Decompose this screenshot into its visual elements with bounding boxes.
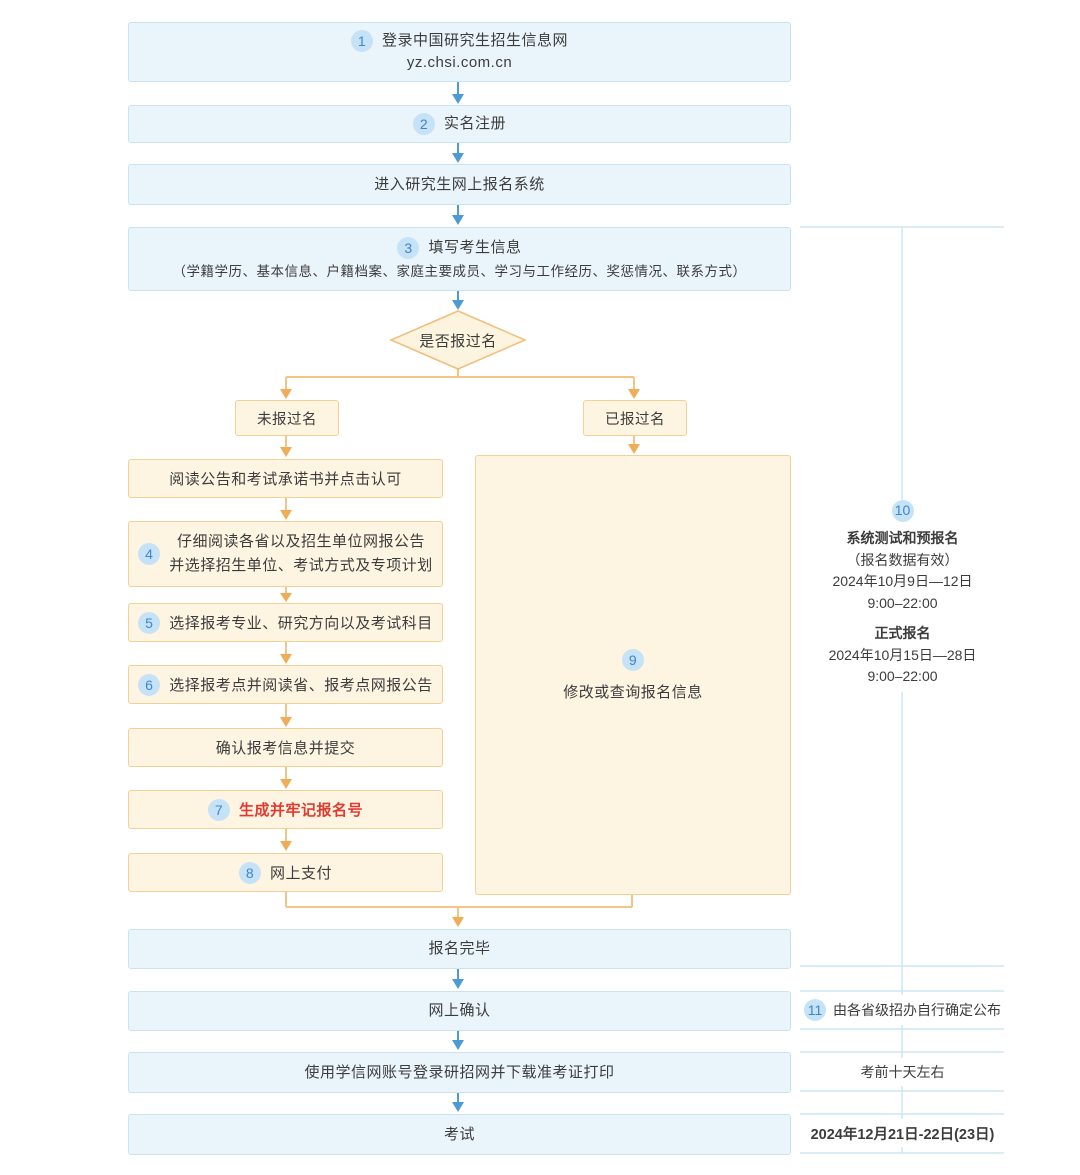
step-confirm-submit-label: 确认报考信息并提交 — [215, 740, 356, 757]
step1-url: yz.chsi.com.cn — [406, 54, 513, 72]
step9-label: 修改或查询报名信息 — [563, 683, 703, 701]
step-confirm-submit-box: 确认报考信息并提交 — [128, 728, 443, 767]
period-note: （报名数据有效） — [846, 551, 959, 568]
branch-not-registered: 未报过名 — [235, 400, 339, 436]
step7-badge: 7 — [207, 798, 230, 821]
step-fill-info-box: 3 填写考生信息 （学籍学历、基本信息、户籍档案、家庭主要成员、学习与工作经历、… — [128, 227, 791, 291]
enter-system-label: 进入研究生网上报名系统 — [374, 175, 545, 193]
branch-registered-label: 已报过名 — [605, 411, 665, 428]
step7-box: 7 生成并牢记报名号 — [128, 790, 443, 829]
confirm-time-label: 由各省级招办自行确定公布 — [833, 1002, 1001, 1018]
period-date-official: 2024年10月15日—28日 — [828, 646, 977, 663]
exam-label: 考试 — [443, 1125, 475, 1143]
step9-badge: 9 — [622, 648, 644, 671]
download-ticket-label: 使用学信网账号登录研招网并下载准考证打印 — [304, 1063, 615, 1081]
step3-badge: 3 — [397, 236, 420, 259]
step4-badge: 4 — [138, 543, 161, 565]
step11-badge: 11 — [804, 999, 826, 1021]
step-read-notice-label: 阅读公告和考试承诺书并点击认可 — [169, 471, 402, 488]
period-title-pre: 系统测试和预报名 — [846, 530, 959, 546]
step8-box: 8 网上支付 — [128, 853, 443, 892]
step-login-box: 1 登录中国研究生招生信息网 yz.chsi.com.cn — [128, 22, 791, 82]
step6-label: 选择报考点并阅读省、报考点网报公告 — [169, 677, 433, 694]
step7-label: 生成并牢记报名号 — [238, 802, 363, 819]
decision-label: 是否报过名 — [419, 332, 497, 350]
confirm-time-note: 11 由各省级招办自行确定公布 — [803, 995, 1002, 1025]
step-register-box: 2 实名注册 — [128, 105, 791, 143]
step8-badge: 8 — [238, 861, 261, 884]
decision-diamond-shape — [389, 310, 527, 370]
step1-label: 登录中国研究生招生信息网 — [381, 32, 568, 50]
branch-registered: 已报过名 — [583, 400, 687, 436]
download-time-label: 考前十天左右 — [860, 1064, 945, 1080]
step3-title: 填写考生信息 — [428, 238, 522, 256]
period-title-official: 正式报名 — [874, 625, 931, 641]
step1-badge: 1 — [350, 30, 373, 53]
online-confirm-box: 网上确认 — [128, 991, 791, 1031]
step4-line2: 并选择招生单位、考试方式及专项计划 — [169, 557, 433, 574]
download-time-note: 考前十天左右 — [803, 1058, 1002, 1086]
done-label: 报名完毕 — [428, 940, 491, 958]
step4-line1: 仔细阅读各省以及招生单位网报公告 — [176, 533, 425, 550]
step5-badge: 5 — [138, 611, 161, 634]
step8-label: 网上支付 — [269, 865, 332, 882]
period-date-pre: 2024年10月9日—12日 — [832, 573, 973, 589]
done-box: 报名完毕 — [128, 929, 791, 969]
step2-label: 实名注册 — [443, 115, 506, 133]
exam-date-note: 2024年12月21日-22日(23日) — [803, 1119, 1002, 1147]
period-time-pre: 9:00–22:00 — [867, 594, 938, 611]
branch-not-registered-label: 未报过名 — [257, 411, 317, 428]
step-read-notice-box: 阅读公告和考试承诺书并点击认可 — [128, 459, 443, 498]
registration-period-note: 10 系统测试和预报名 （报名数据有效） 2024年10月9日—12日 9:00… — [803, 500, 1002, 692]
step6-box: 6 选择报考点并阅读省、报考点网报公告 — [128, 665, 443, 704]
step4-box: 4 仔细阅读各省以及招生单位网报公告 并选择招生单位、考试方式及专项计划 — [128, 521, 443, 587]
step3-detail: （学籍学历、基本信息、户籍档案、家庭主要成员、学习与工作经历、奖惩情况、联系方式… — [172, 263, 747, 279]
step5-box: 5 选择报考专业、研究方向以及考试科目 — [128, 603, 443, 642]
step2-badge: 2 — [412, 113, 435, 135]
step10-badge: 10 — [891, 500, 914, 522]
download-ticket-box: 使用学信网账号登录研招网并下载准考证打印 — [128, 1052, 791, 1093]
online-confirm-label: 网上确认 — [428, 1002, 491, 1020]
step5-label: 选择报考专业、研究方向以及考试科目 — [169, 615, 433, 632]
enter-system-box: 进入研究生网上报名系统 — [128, 164, 791, 205]
exam-box: 考试 — [128, 1114, 791, 1155]
step6-badge: 6 — [138, 673, 161, 696]
period-time-official: 9:00–22:00 — [867, 668, 938, 684]
exam-date-label: 2024年12月21日-22日(23日) — [810, 1126, 995, 1143]
step9-box: 9 修改或查询报名信息 — [475, 455, 791, 895]
